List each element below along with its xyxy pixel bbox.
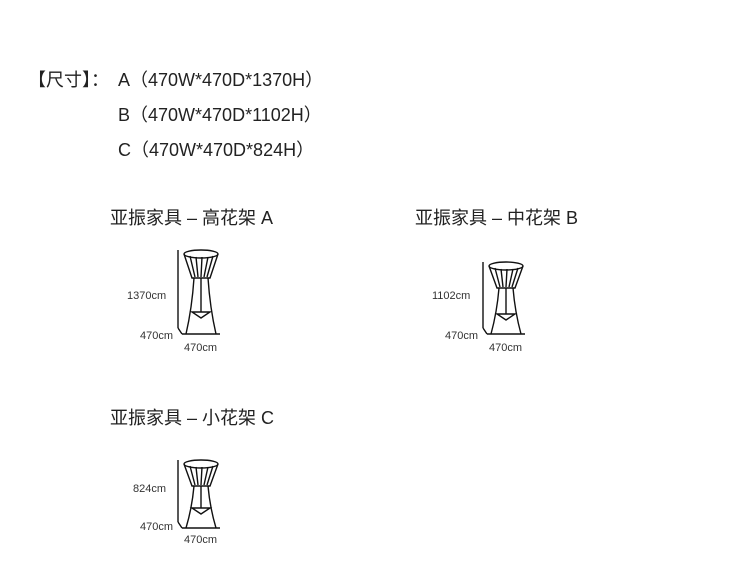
height-label-a: 1370cm — [127, 290, 167, 302]
width-label-b: 470cm — [489, 342, 523, 354]
spec-line-c: C（470W*470D*824H） — [118, 140, 315, 160]
plant-stand-c-drawing — [177, 459, 220, 529]
product-title-b: 亚振家具 – 中花架 B — [415, 208, 579, 228]
depth-label-a: 470cm — [140, 330, 174, 342]
depth-label-b: 470cm — [445, 330, 479, 342]
width-label-a: 470cm — [184, 342, 218, 354]
height-label-b: 1102cm — [432, 290, 471, 302]
product-title-a: 亚振家具 – 高花架 A — [110, 208, 274, 228]
plant-stand-b-drawing — [482, 261, 525, 335]
width-label-c: 470cm — [184, 534, 218, 546]
height-label-c: 824cm — [133, 483, 167, 495]
depth-label-c: 470cm — [140, 521, 174, 533]
spec-line-b: B（470W*470D*1102H） — [118, 105, 322, 125]
plant-stand-a-drawing — [177, 249, 220, 335]
product-title-c: 亚振家具 – 小花架 C — [110, 408, 275, 428]
spec-line-a: A（470W*470D*1370H） — [118, 70, 324, 90]
spec-label: 【尺寸】： — [28, 70, 109, 90]
